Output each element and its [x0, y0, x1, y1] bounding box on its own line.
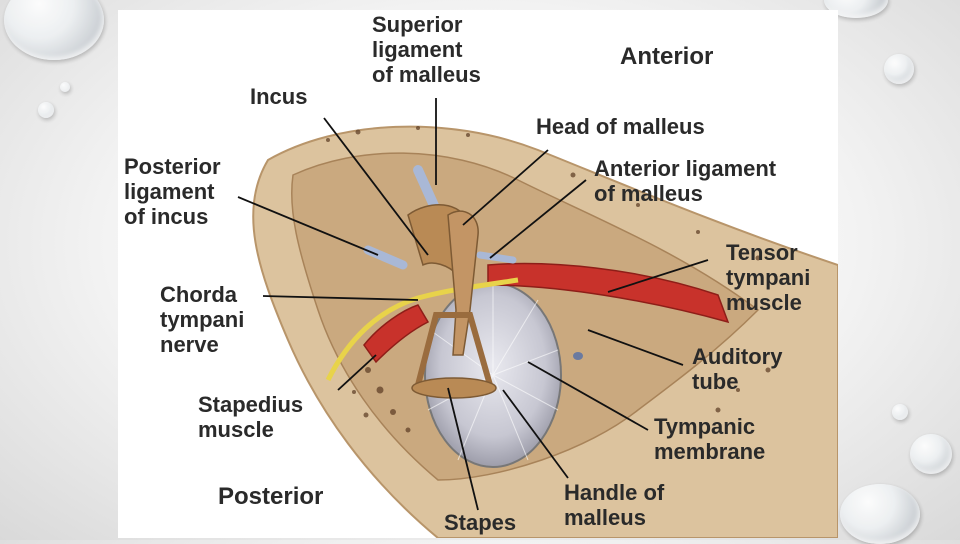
water-droplet-decoration [892, 404, 908, 420]
label-superior-ligament-of-malleus: Superior ligament of malleus [372, 12, 481, 87]
auditory-tube-opening [573, 352, 583, 360]
label-anterior-ligament-of-malleus: Anterior ligament of malleus [594, 156, 777, 206]
label-incus: Incus [250, 84, 308, 109]
label-tympanic-membrane: Tympanic membrane [654, 414, 766, 464]
label-tensor-tympani-muscle: Tensor tympani muscle [726, 240, 811, 315]
water-droplet-decoration [38, 102, 54, 118]
leader-lines [237, 98, 709, 511]
label-chorda-tympani-nerve: Chorda tympani nerve [160, 282, 245, 357]
label-stapes: Stapes [444, 510, 517, 535]
label-posterior: Posterior [218, 483, 324, 510]
water-droplet-decoration [884, 54, 914, 84]
label-anterior: Anterior [620, 43, 714, 70]
ear-illustration [237, 98, 838, 538]
stapes-footplate [411, 377, 497, 399]
water-droplet-decoration [910, 434, 952, 474]
stapedius-muscle [363, 304, 430, 364]
label-handle-of-malleus: Handle of malleus [564, 480, 665, 530]
water-droplet-decoration [60, 82, 70, 92]
label-auditory-tube: Auditory tube [692, 344, 783, 394]
superior-ligament [413, 165, 441, 215]
water-droplet-decoration [824, 0, 888, 18]
bone-pores [326, 126, 771, 433]
chorda-tympani-nerve [325, 277, 519, 382]
malleus-bone [447, 210, 479, 356]
label-head-of-malleus: Head of malleus [536, 114, 705, 139]
middle-ear-diagram: Superior ligament of malleus Anterior In… [118, 10, 838, 538]
label-posterior-ligament-of-incus: Posterior ligament of incus [124, 154, 221, 229]
water-droplet-decoration [840, 484, 920, 544]
label-stapedius-muscle: Stapedius muscle [198, 392, 304, 442]
tensor-tympani-muscle [487, 262, 730, 324]
anterior-ligament [476, 251, 517, 264]
